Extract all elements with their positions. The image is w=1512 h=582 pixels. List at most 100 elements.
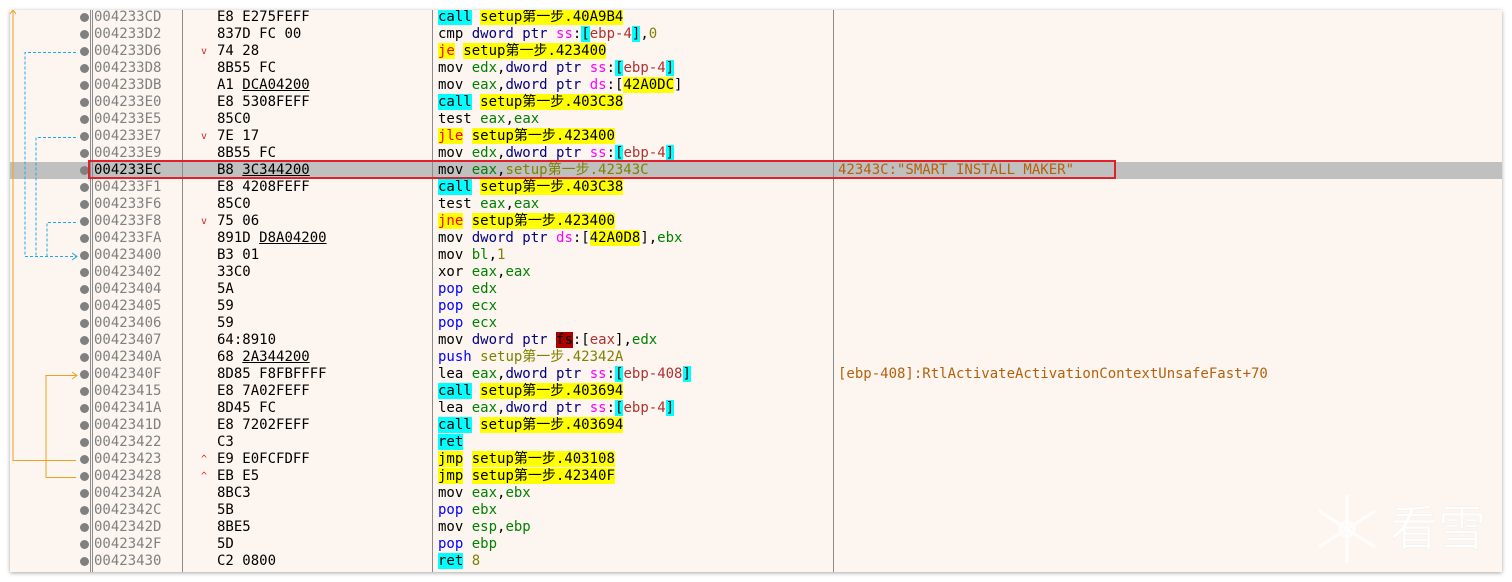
instruction-token: ss bbox=[589, 400, 607, 416]
instruction-token: ] bbox=[665, 400, 675, 416]
breakpoint-bullet-icon[interactable] bbox=[80, 47, 89, 56]
breakpoint-bullet-icon[interactable] bbox=[80, 200, 89, 209]
breakpoint-bullet-icon[interactable] bbox=[80, 115, 89, 124]
instruction-token: setup第一步.40A9B4 bbox=[480, 10, 624, 25]
instruction: jle setup第一步.423400 bbox=[438, 128, 615, 145]
breakpoint-bullet-icon[interactable] bbox=[80, 489, 89, 498]
instruction-token: mov bbox=[438, 332, 472, 348]
breakpoint-bullet-icon[interactable] bbox=[80, 98, 89, 107]
breakpoint-bullet-icon[interactable] bbox=[80, 319, 89, 328]
bytes: 5A bbox=[217, 281, 234, 298]
instruction-token: setup第一步.403108 bbox=[471, 451, 615, 467]
column-divider bbox=[182, 10, 183, 572]
breakpoint-bullet-icon[interactable] bbox=[80, 285, 89, 294]
instruction-token: ebp bbox=[505, 519, 531, 535]
instruction-token: : bbox=[606, 145, 616, 161]
breakpoint-bullet-icon[interactable] bbox=[80, 421, 89, 430]
instruction-token: push bbox=[438, 349, 481, 365]
breakpoint-bullet-icon[interactable] bbox=[80, 472, 89, 481]
breakpoint-bullet-icon[interactable] bbox=[80, 302, 89, 311]
instruction-token: 8 bbox=[471, 553, 481, 569]
operand-bytes: E5 bbox=[242, 468, 260, 484]
instruction-token: edx bbox=[471, 281, 498, 297]
breakpoint-bullet-icon[interactable] bbox=[80, 268, 89, 277]
breakpoint-bullet-icon[interactable] bbox=[80, 251, 89, 260]
breakpoint-bullet-icon[interactable] bbox=[80, 149, 89, 158]
operand-bytes: 2A344200 bbox=[242, 349, 310, 365]
breakpoint-bullet-icon[interactable] bbox=[80, 404, 89, 413]
breakpoint-bullet-icon[interactable] bbox=[80, 370, 89, 379]
breakpoint-bullet-icon[interactable] bbox=[80, 166, 89, 175]
address: 004233D2 bbox=[94, 26, 162, 42]
breakpoint-bullet-icon[interactable] bbox=[80, 336, 89, 345]
instruction-token: ebp-4 bbox=[623, 400, 666, 416]
instruction-token: , bbox=[497, 519, 506, 535]
opcode: C2 bbox=[217, 553, 234, 569]
instruction-token: ebp bbox=[471, 536, 498, 552]
breakpoint-bullet-icon[interactable] bbox=[80, 132, 89, 141]
breakpoint-bullet-icon[interactable] bbox=[80, 81, 89, 90]
address: 00423415 bbox=[94, 383, 162, 399]
breakpoint-bullet-icon[interactable] bbox=[80, 64, 89, 73]
instruction-token: ebp-4 bbox=[623, 60, 666, 76]
breakpoint-bullet-icon[interactable] bbox=[80, 523, 89, 532]
instruction-token: dword ptr bbox=[505, 60, 590, 76]
breakpoint-bullet-icon[interactable] bbox=[80, 387, 89, 396]
operand-bytes: F8FBFFFF bbox=[259, 366, 327, 382]
bytes: 85C0 bbox=[217, 111, 251, 128]
opcode: 7E bbox=[217, 128, 234, 144]
breakpoint-bullet-icon[interactable] bbox=[80, 234, 89, 243]
instruction-token: setup第一步.423400 bbox=[471, 213, 615, 229]
breakpoint-bullet-icon[interactable] bbox=[80, 217, 89, 226]
breakpoint-bullet-icon[interactable] bbox=[80, 455, 89, 464]
instruction: mov esp,ebp bbox=[438, 519, 531, 536]
bytes: E8 4208FEFF bbox=[217, 179, 310, 196]
breakpoint-bullet-icon[interactable] bbox=[80, 506, 89, 515]
instruction-token: eax bbox=[513, 111, 540, 127]
breakpoint-bullet-icon[interactable] bbox=[80, 438, 89, 447]
breakpoint-bullet-icon[interactable] bbox=[80, 540, 89, 549]
column-divider bbox=[92, 10, 93, 572]
breakpoint-bullet-icon[interactable] bbox=[80, 13, 89, 22]
breakpoint-bullet-icon[interactable] bbox=[80, 353, 89, 362]
opcode: A1 bbox=[217, 77, 234, 93]
breakpoint-bullet-icon[interactable] bbox=[80, 183, 89, 192]
instruction-token bbox=[472, 417, 480, 433]
breakpoint-bullet-icon[interactable] bbox=[80, 557, 89, 566]
breakpoint-bullet-icon[interactable] bbox=[80, 30, 89, 39]
